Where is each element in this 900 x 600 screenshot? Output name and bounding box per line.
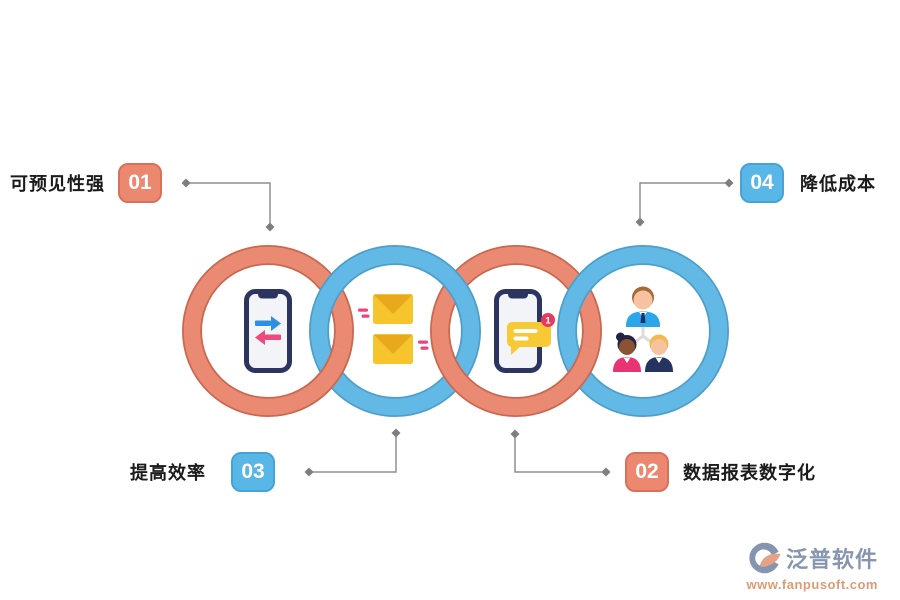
ring-2-blue (309, 245, 481, 417)
fanpu-logo-icon (749, 542, 781, 574)
step-01-badge: 01 (118, 163, 162, 203)
phone-data-transfer-icon (244, 289, 292, 373)
ring-2-overlap-arc (419, 251, 480, 318)
phone-chat-notification-icon: 1 (494, 289, 555, 373)
ring-3-salmon (430, 245, 602, 417)
ring-4-blue (557, 245, 729, 417)
watermark-brand: 泛普软件 (785, 547, 878, 572)
step-02-label: 数据报表数字化 (683, 463, 816, 483)
person-right (645, 334, 673, 372)
connector-diamond-endpoints (181, 178, 734, 477)
connector-lines (186, 182, 729, 473)
notification-dot: 1 (541, 313, 555, 327)
envelope-bottom (373, 334, 413, 364)
step-01-label: 可预见性强 (10, 174, 105, 194)
step-03-efficiency: 提高效率 03 (130, 452, 275, 492)
watermark-url: www.fanpusoft.com (746, 577, 878, 592)
step-01-predictability: 可预见性强 01 (10, 163, 162, 203)
step-03-label: 提高效率 (130, 463, 206, 483)
team-network-icon (613, 286, 673, 372)
ring-3-overlap-arc (540, 344, 601, 411)
step-04-badge: 04 (740, 163, 784, 203)
connector-top-left (186, 182, 271, 227)
connector-bottom-right (514, 434, 606, 473)
notification-count: 1 (545, 316, 551, 327)
step-02-badge: 02 (625, 452, 669, 492)
step-04-cost-reduction: 04 降低成本 (740, 163, 876, 203)
step-02-digital-reports: 02 数据报表数字化 (625, 452, 816, 492)
step-03-badge: 03 (231, 452, 275, 492)
person-left (613, 332, 641, 372)
watermark: 泛普软件 www.fanpusoft.com (746, 540, 878, 592)
ring-1-salmon (182, 245, 354, 417)
ring-1-overlap-arc (292, 344, 353, 411)
connector-top-right (639, 182, 729, 222)
connector-bottom-left (309, 433, 397, 473)
step-04-label: 降低成本 (800, 174, 876, 194)
person-top (626, 286, 660, 327)
envelope-top (373, 294, 413, 324)
mail-messages-icon (358, 294, 429, 364)
chat-bubble (507, 322, 551, 355)
